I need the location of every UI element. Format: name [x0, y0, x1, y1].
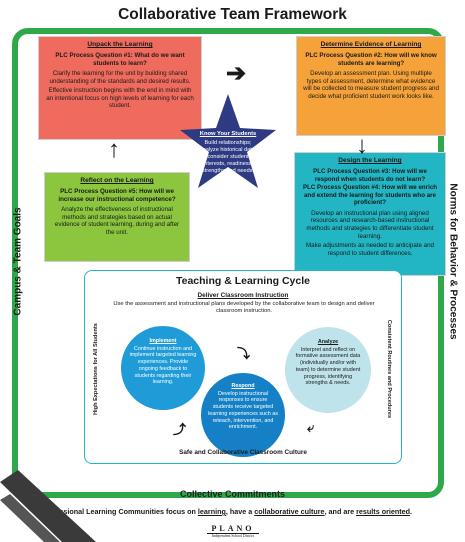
- box-body: Analyze the effectiveness of instruction…: [54, 206, 180, 236]
- curved-arrow-icon: ⤴: [173, 422, 187, 437]
- box-heading: Design the Learning: [338, 157, 402, 164]
- box-question: PLC Process Question #5: How will we inc…: [58, 188, 176, 203]
- circle-body: Develop instructional responses to ensur…: [208, 390, 278, 431]
- arrow-right-icon: ➔: [226, 60, 247, 87]
- circle-implement: Implement Continue instruction and imple…: [121, 326, 205, 410]
- footer-text: fessional Learning Communities focus on: [52, 507, 198, 516]
- box-reflect-learning: Reflect on the Learning PLC Process Ques…: [44, 172, 190, 262]
- box-question: PLC Process Question #4: How will we enr…: [302, 184, 438, 207]
- side-label-right: Norms for Behavior & Processes: [447, 183, 459, 340]
- cycle-description: Use the assessment and instructional pla…: [113, 301, 375, 315]
- logo-main: PLANO: [211, 524, 255, 533]
- star-heading: Know Your Students: [199, 131, 257, 137]
- box-heading: Determine Evidence of Learning: [320, 41, 422, 48]
- footer-text: , have a: [225, 507, 255, 516]
- cycle-title: Teaching & Learning Cycle: [175, 275, 310, 287]
- circle-body: Interpret and reflect on formative asses…: [295, 346, 361, 387]
- collective-commitments: Collective Commitments: [179, 489, 286, 499]
- box-heading: Reflect on the Learning: [80, 177, 154, 184]
- circle-respond: Respond Develop instructional responses …: [201, 373, 285, 457]
- curved-arrow-icon: ⤵: [237, 346, 251, 361]
- side-label-left: Campus & Team Goals: [12, 207, 24, 316]
- arrow-up-icon: ↑: [108, 136, 120, 163]
- circle-analyze: Analyze Interpret and reflect on formati…: [285, 327, 371, 413]
- star-content: Know Your Students Build relationships; …: [196, 131, 260, 175]
- box-unpack-learning: Unpack the Learning PLC Process Question…: [38, 36, 202, 140]
- box-heading: Unpack the Learning: [87, 41, 153, 48]
- box-body: Clarify the learning for the unit by bui…: [49, 70, 191, 85]
- star-icon: [180, 94, 276, 188]
- footer-keyword: learning: [197, 507, 226, 516]
- teaching-learning-cycle: Teaching & Learning Cycle Deliver Classr…: [84, 270, 402, 464]
- circle-heading: Respond: [231, 383, 255, 389]
- box-body: Make adjustments as needed to anticipate…: [306, 242, 434, 257]
- box-body: Develop an assessment plan. Using multip…: [303, 70, 439, 100]
- box-body: Effective instruction begins with the en…: [46, 87, 194, 110]
- plano-isd-logo: PLANO Independent School District: [207, 524, 259, 538]
- cycle-right-label: Consistent Routines and Procedures: [386, 319, 392, 419]
- footer-statement: fessional Learning Communities focus on …: [0, 507, 465, 516]
- pencil-graphic: [0, 470, 96, 542]
- box-body: Develop an instructional plan using alig…: [306, 209, 434, 240]
- footer-text: , and are: [324, 507, 357, 516]
- cycle-subheading: Deliver Classroom Instruction: [197, 292, 289, 299]
- arrow-down-icon: ↓: [356, 132, 368, 159]
- footer-keyword: collaborative culture: [254, 507, 325, 516]
- cycle-bottom-label: Safe and Collaborative Classroom Culture: [179, 449, 307, 456]
- cycle-left-label: High Expectations for All Students: [93, 323, 99, 415]
- footer-keyword: results oriented: [356, 507, 411, 516]
- circle-body: Continue instruction and implement targe…: [129, 345, 197, 386]
- box-question: PLC Process Question #3: How will we res…: [313, 168, 427, 183]
- star-body: Build relationships; analyze historical …: [199, 140, 257, 175]
- box-determine-evidence: Determine Evidence of Learning PLC Proce…: [296, 36, 446, 136]
- circle-heading: Analyze: [317, 339, 339, 345]
- logo-sub: Independent School District: [207, 533, 259, 538]
- footer-text: .: [410, 507, 413, 516]
- curved-arrow-icon: ⤶: [307, 420, 315, 435]
- circle-heading: Implement: [149, 338, 177, 344]
- diagram-title: Collaborative Team Framework: [118, 6, 347, 23]
- box-question: PLC Process Question #1: What do we want…: [55, 52, 185, 67]
- box-question: PLC Process Question #2: How will we kno…: [305, 52, 437, 67]
- box-design-learning: Design the Learning PLC Process Question…: [294, 152, 446, 276]
